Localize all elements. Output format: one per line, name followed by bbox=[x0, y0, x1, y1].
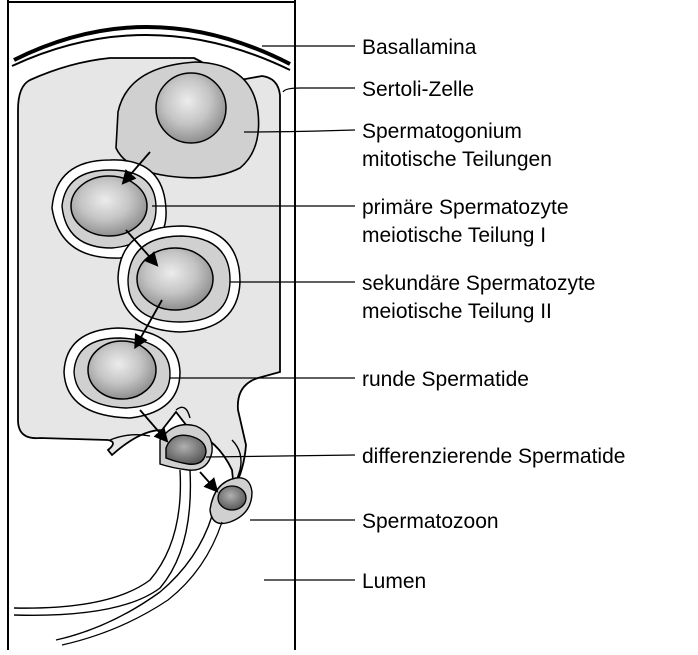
label-lumen: Lumen bbox=[362, 570, 426, 593]
differentiating-spermatid-tail-outer bbox=[14, 470, 190, 615]
leader-sertoli bbox=[283, 88, 355, 92]
spermatozoon-tail bbox=[56, 516, 212, 640]
arrow-differentiating-to-spermatozoon bbox=[200, 472, 216, 490]
differentiating-spermatid-tail bbox=[14, 470, 180, 608]
primary-spermatocyte-nucleus bbox=[71, 176, 147, 236]
spermatogonium-nucleus bbox=[156, 73, 226, 143]
label-primary-sub: meiotische Teilung I bbox=[362, 224, 546, 247]
label-round: runde Spermatide bbox=[362, 368, 529, 391]
differentiating-spermatid-head bbox=[166, 435, 206, 464]
label-secondary: sekundäre Spermatozyte bbox=[362, 272, 595, 295]
label-spermatogonium: Spermatogonium bbox=[362, 120, 522, 143]
spermatozoon-tail-outer bbox=[62, 522, 222, 645]
label-spermatozoon: Spermatozoon bbox=[362, 510, 499, 533]
label-sertoli: Sertoli-Zelle bbox=[362, 78, 474, 101]
spermatozoon-head bbox=[218, 486, 246, 510]
label-primary: primäre Spermatozyte bbox=[362, 196, 569, 219]
label-spermatogonium-sub: mitotische Teilungen bbox=[362, 148, 552, 171]
secondary-spermatocyte-nucleus bbox=[137, 248, 213, 310]
label-basallamina: Basallamina bbox=[362, 36, 477, 59]
round-spermatid-nucleus bbox=[88, 341, 156, 399]
label-differentiating: differenzierende Spermatide bbox=[362, 445, 625, 468]
label-secondary-sub: meiotische Teilung II bbox=[362, 300, 552, 323]
